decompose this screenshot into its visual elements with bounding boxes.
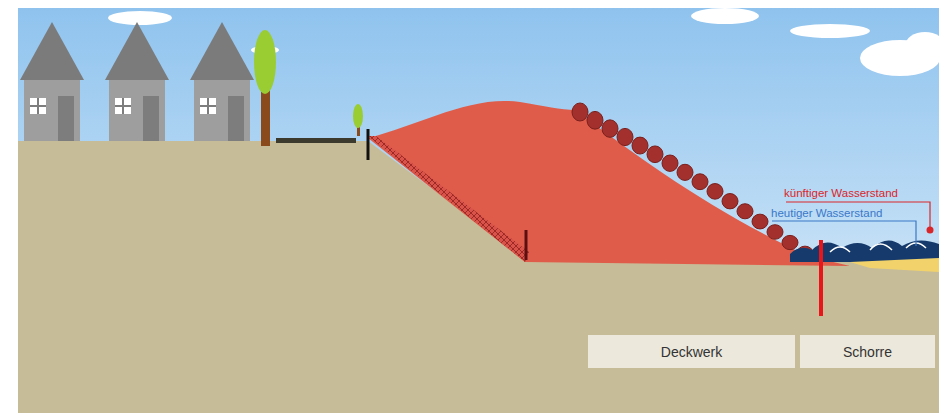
tree-trunk bbox=[261, 90, 270, 146]
water bbox=[790, 240, 939, 262]
post bbox=[367, 129, 370, 160]
beach bbox=[850, 258, 939, 272]
inner-slope-revetment bbox=[368, 136, 529, 262]
armour-stones bbox=[572, 103, 813, 260]
label-box: Schorre bbox=[800, 335, 935, 368]
sky bbox=[18, 8, 939, 413]
box-label: Deckwerk bbox=[661, 344, 722, 360]
water-level-label: heutiger Wasserstand bbox=[771, 207, 882, 220]
future-level-dot bbox=[927, 227, 934, 234]
dike-body bbox=[368, 101, 850, 266]
small-tree-crown bbox=[353, 104, 363, 128]
box-label: Schorre bbox=[843, 344, 892, 360]
current-level-leader bbox=[772, 221, 916, 246]
water-level-label: künftiger Wasserstand bbox=[784, 187, 898, 200]
wave-crests bbox=[830, 243, 926, 252]
houses bbox=[20, 22, 254, 141]
toe-post bbox=[525, 230, 528, 260]
boundary-line bbox=[819, 240, 823, 316]
label-box: Deckwerk bbox=[588, 335, 795, 368]
tree-crown bbox=[254, 30, 276, 94]
path bbox=[276, 138, 356, 143]
